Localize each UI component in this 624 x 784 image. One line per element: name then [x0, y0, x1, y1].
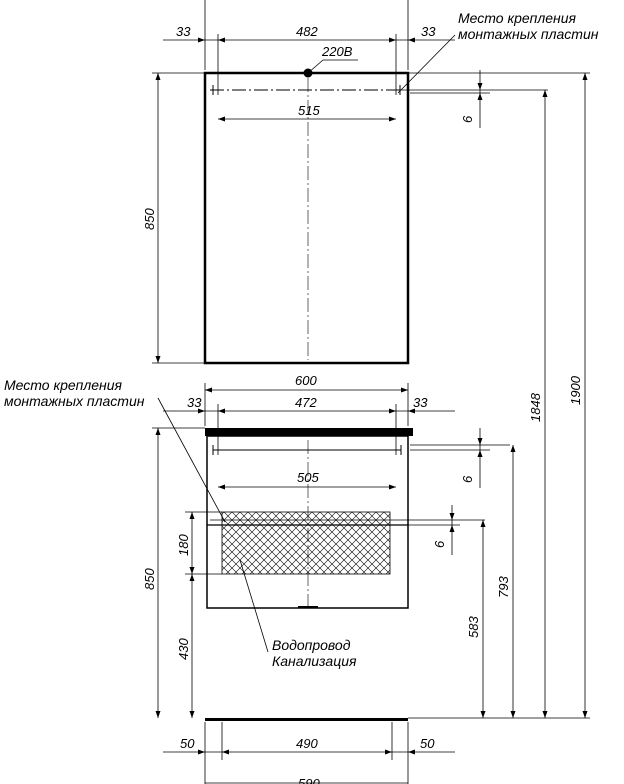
mount-bottom-leader — [157, 397, 226, 523]
dim-foot-left: 50 — [180, 736, 195, 751]
mount-top-note-line2: монтажных пластин — [458, 26, 599, 42]
dim-floor-to-plate: 583 — [466, 616, 481, 638]
dim-cabinet-inner: 505 — [297, 470, 319, 485]
plumbing-note-line1: Водопровод — [272, 637, 351, 653]
dim-cabinet-width: 600 — [295, 373, 317, 388]
right-vertical-dims — [408, 72, 590, 719]
power-label: 220В — [321, 44, 353, 59]
dim-foot-right: 50 — [420, 736, 435, 751]
plumbing-note-line2: Канализация — [272, 653, 357, 669]
dim-mirror-left-gap: 33 — [176, 24, 191, 39]
mount-top-note-line1: Место крепления — [458, 10, 577, 26]
bottom-dimensions — [163, 722, 455, 784]
cabinet-top-dimensions — [163, 383, 455, 490]
cabinet-left-vertical-dims — [152, 427, 222, 718]
cabinet-plate-height-dim-mid — [404, 505, 485, 555]
dim-mirror-height: 850 — [142, 208, 157, 230]
dim-cabinet-right-gap: 33 — [413, 395, 428, 410]
dim-mirror-inner: 515 — [298, 103, 320, 118]
dim-cabinet-plate-height-mid: 6 — [432, 540, 447, 548]
dim-cabinet-left-gap: 33 — [187, 395, 202, 410]
dim-zone-height: 180 — [176, 534, 191, 556]
mirror-top-dimensions — [163, 0, 455, 122]
mount-top-leader — [397, 34, 456, 94]
dim-mirror-plate-span: 482 — [296, 24, 318, 39]
dim-cabinet-height: 850 — [142, 568, 157, 590]
plumbing-leader — [239, 559, 269, 653]
plumbing-zone — [221, 511, 391, 575]
power-leader — [307, 59, 324, 74]
dim-cabinet-plate-height-top: 6 — [460, 475, 475, 483]
mirror-plate-height-dim — [400, 70, 548, 128]
mirror-height-dim — [152, 72, 205, 364]
dim-floor-to-cabinet-plate: 793 — [496, 576, 511, 598]
dim-cabinet-plate-span: 472 — [295, 395, 317, 410]
mount-bottom-note-line2: монтажных пластин — [4, 393, 145, 409]
mount-bottom-note-line1: Место крепления — [4, 377, 123, 393]
dim-total-height: 1900 — [568, 375, 583, 405]
dim-floor-to-mirror-plate: 1848 — [528, 392, 543, 422]
dim-mirror-right-gap: 33 — [421, 24, 436, 39]
dim-foot-span: 490 — [296, 736, 318, 751]
cabinet-plate-height-dim-top — [410, 428, 510, 488]
dim-bottom-cut: 590 — [298, 776, 320, 784]
dim-mirror-plate-height: 6 — [460, 115, 475, 123]
dim-floor-to-zone: 430 — [176, 638, 191, 660]
